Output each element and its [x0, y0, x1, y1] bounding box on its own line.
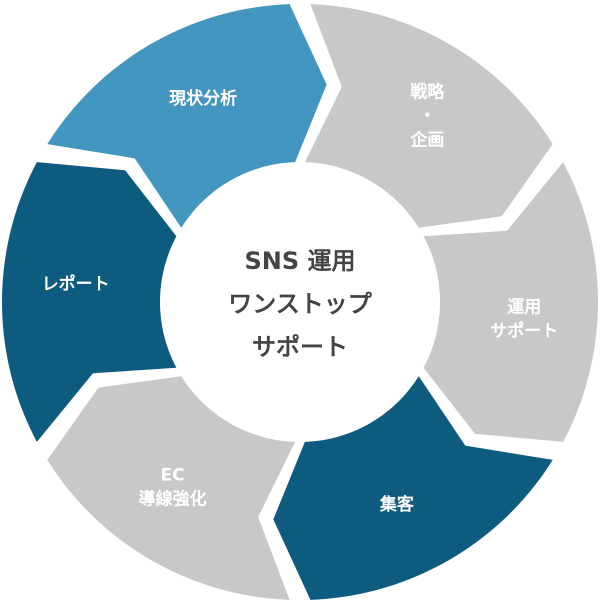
cycle-segment-label-5-line-1: 集客: [379, 494, 415, 515]
cycle-segment-label-3-line-3: 企画: [409, 130, 444, 151]
cycle-segment-label-2-line-1: 現状分析: [169, 88, 237, 109]
cycle-segment-3: [304, 4, 553, 228]
cycle-segment-label-4-line-2: サポート: [490, 321, 558, 342]
cycle-segment-label-6-line-2: 導線強化: [139, 488, 207, 509]
cycle-segment-5: [273, 376, 553, 600]
cycle-segment-label-3-line-2: ・: [419, 107, 436, 127]
cycle-segment-2: [47, 4, 327, 228]
center-title-line1: SNS 運用: [244, 247, 355, 275]
cycle-segment-6: [47, 376, 296, 600]
cycle-segment-1: [2, 162, 177, 442]
center-title: SNS 運用 ワンストップ サポート: [228, 247, 373, 361]
center-title-line2: ワンストップ: [228, 290, 373, 318]
cycle-segment-label-4-line-1: 運用: [507, 298, 541, 318]
cycle-segment-label-3-line-1: 戦略: [410, 82, 445, 103]
cycle-segment-4: [423, 162, 598, 442]
cycle-segments: [2, 4, 598, 600]
cycle-segment-label-6-line-1: EC: [161, 465, 185, 485]
center-title-line3: サポート: [252, 333, 348, 361]
cycle-segment-label-1-line-1: レポート: [42, 273, 110, 294]
